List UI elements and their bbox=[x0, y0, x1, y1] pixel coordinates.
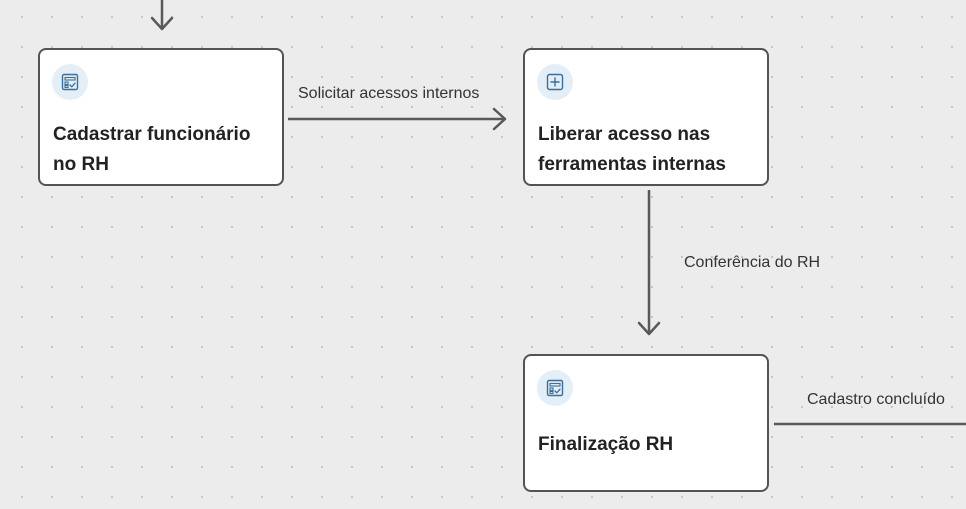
node-title-line2: no RH bbox=[53, 154, 109, 175]
node-title-line1: Liberar acesso nas bbox=[538, 124, 711, 145]
edge-solicitar-arrowhead bbox=[492, 107, 507, 131]
node-liberar-acesso[interactable]: Liberar acesso nas ferramentas internas bbox=[523, 48, 769, 186]
node-title: Liberar acesso nas ferramentas internas bbox=[538, 120, 758, 180]
edge-label-conferencia[interactable]: Conferência do RH bbox=[684, 254, 821, 271]
edge-conferencia-arrowhead bbox=[637, 321, 661, 336]
checklist-form-icon bbox=[52, 64, 88, 100]
add-square-icon bbox=[537, 64, 573, 100]
node-title-line1: Cadastrar funcionário bbox=[53, 124, 251, 145]
node-cadastrar-funcionario[interactable]: Cadastrar funcionário no RH bbox=[38, 48, 284, 186]
node-title: Finalização RH bbox=[538, 434, 674, 455]
node-finalizacao-rh[interactable]: Finalização RH bbox=[523, 354, 769, 492]
edge-incoming-arrowhead bbox=[150, 16, 174, 31]
node-title: Cadastrar funcionário no RH bbox=[53, 120, 273, 180]
checklist-form-icon bbox=[537, 370, 573, 406]
edge-label-concluido[interactable]: Cadastro concluído bbox=[807, 391, 945, 408]
edge-label-solicitar[interactable]: Solicitar acessos internos bbox=[298, 85, 480, 102]
node-title-line2: ferramentas internas bbox=[538, 154, 726, 175]
